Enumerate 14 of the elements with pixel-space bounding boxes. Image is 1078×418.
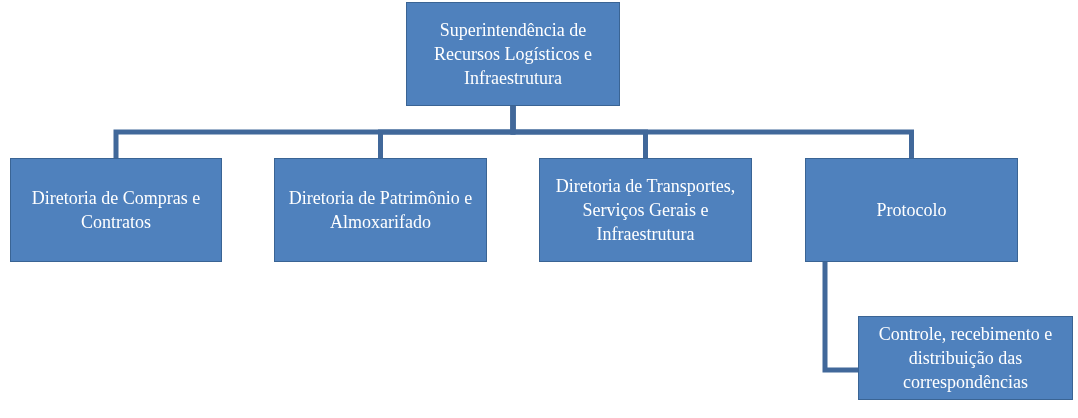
org-unit-box — [539, 158, 752, 262]
unit-name: Diretoria de Transportes, Serviços Gerais e Infraestrutura — [554, 175, 737, 246]
unit-name: Superintendência de Recursos Logísticos e Infraestrutura — [433, 19, 593, 90]
org-unit-box — [10, 158, 222, 262]
org-unit-box — [858, 316, 1073, 400]
unit-name: Diretoria de Patrimônio e Almoxarifado — [287, 187, 474, 234]
unit-name: Protocolo — [876, 199, 947, 222]
connector-line — [510, 106, 914, 158]
org-unit-box — [805, 158, 1018, 262]
org-unit-box — [274, 158, 487, 262]
unit-name: Controle, recebimento e distribuição das correspondências — [877, 323, 1054, 394]
connector-line — [822, 262, 858, 373]
org-unit-box — [406, 2, 620, 106]
unit-name: Diretoria de Compras e Contratos — [30, 187, 202, 234]
